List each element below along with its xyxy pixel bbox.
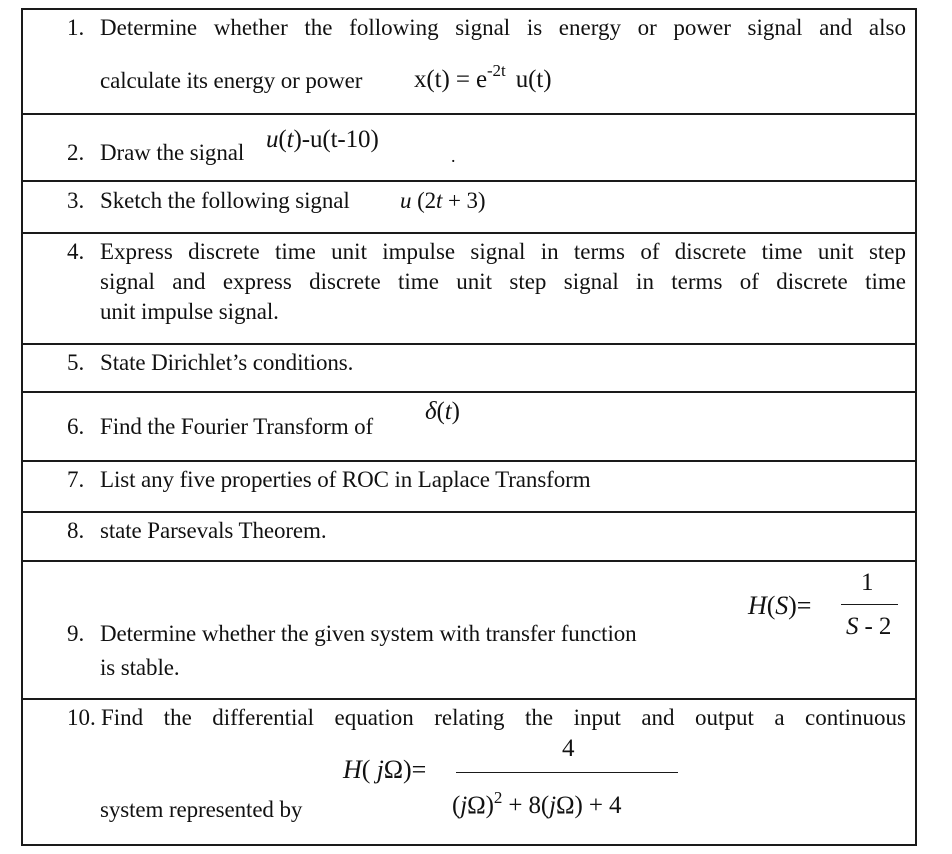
question-row-3: 3. Sketch the following signal u (2t + 3…: [23, 180, 915, 233]
formula-den-rest: - 2: [858, 613, 892, 640]
question-number: 6.: [67, 414, 85, 439]
formula-t: t: [436, 188, 443, 213]
question-row-7: 7. List any five properties of ROC in La…: [23, 460, 915, 512]
question-text: List any five properties of ROC in Lapla…: [100, 467, 591, 492]
formula-delta: δ: [425, 398, 437, 425]
question-number: 8.: [67, 518, 85, 543]
formula-j: j: [460, 792, 468, 819]
formula-denominator: (jΩ)2 + 8(jΩ) + 4: [452, 783, 622, 821]
formula-paren: (: [766, 591, 776, 620]
formula-omega: Ω) + 4: [556, 792, 622, 819]
formula-exponent: 2: [493, 788, 503, 807]
question-row-9: 9. Determine whether the given system wi…: [23, 560, 915, 699]
question-row-10: 10. Find the differential equation relat…: [23, 698, 915, 844]
formula-H: H: [343, 755, 362, 784]
question-text-line2: calculate its energy or power: [100, 68, 363, 93]
formula-rest: -u(t-10): [301, 126, 379, 153]
question-text-line1: Find the differential equation relating …: [101, 705, 906, 730]
formula-args: (2: [417, 188, 437, 213]
formula-equals: )=: [788, 591, 812, 620]
question-row-1: 1. Determine whether the following signa…: [23, 10, 915, 115]
formula-denominator: S - 2: [846, 612, 891, 642]
formula-paren: (: [361, 755, 377, 784]
question-text-line2: system represented by: [100, 797, 303, 822]
question-number: 7.: [67, 467, 85, 492]
question-number: 1.: [67, 15, 85, 40]
formula-H: H: [748, 591, 767, 620]
formula-j: j: [549, 792, 557, 819]
formula-paren: ): [293, 126, 302, 153]
question-row-5: 5. State Dirichlet’s conditions.: [23, 343, 915, 392]
signal-formula: u(t)-u(t-10): [266, 125, 379, 155]
formula-equals: )=: [403, 755, 427, 784]
question-table: 1. Determine whether the following signa…: [21, 8, 917, 846]
question-text-line1: Determine whether the following signal i…: [100, 15, 906, 40]
question-text: state Parsevals Theorem.: [100, 518, 327, 543]
question-text-line1: Determine whether the given system with …: [100, 621, 637, 646]
formula-rest: + 3): [447, 188, 486, 213]
formula-j: j: [376, 755, 384, 784]
formula-lhs: H(S)=: [748, 591, 811, 621]
question-number: 5.: [67, 350, 85, 375]
formula-term: + 8(: [502, 792, 550, 819]
formula-omega: Ω): [467, 792, 494, 819]
question-number: 4.: [67, 239, 85, 264]
question-text-line2: signal and express discrete time unit st…: [100, 269, 906, 294]
question-text: State Dirichlet’s conditions.: [100, 350, 354, 375]
formula-paren: ): [451, 398, 460, 425]
formula-rhs: u(t): [515, 66, 552, 93]
formula-u: u: [400, 188, 412, 213]
formula-lhs: x(t) = e: [414, 66, 487, 93]
formula-paren: (: [436, 398, 445, 425]
fraction-bar: [841, 604, 898, 605]
question-row-6: 6. Find the Fourier Transform of δ(t): [23, 391, 915, 461]
question-text: Sketch the following signal: [100, 188, 350, 213]
question-text-line1: Express discrete time unit impulse signa…: [100, 239, 906, 264]
formula-numerator: 4: [562, 735, 575, 762]
formula-exponent: -2t: [487, 61, 506, 80]
formula-numerator: 1: [861, 569, 874, 596]
formula-t: t: [286, 126, 294, 153]
trailing-period: .: [451, 146, 456, 166]
formula-lhs: H( jΩ)=: [343, 755, 426, 785]
fraction-bar: [456, 772, 678, 773]
formula-t: t: [444, 398, 452, 425]
question-number: 9.: [67, 621, 85, 646]
signal-formula: u (2t + 3): [400, 186, 486, 216]
formula-S: S: [775, 591, 789, 620]
question-text: Find the Fourier Transform of: [100, 414, 374, 439]
delta-formula: δ(t): [425, 397, 460, 427]
question-number: 2.: [67, 140, 85, 165]
formula-omega: Ω: [383, 755, 404, 784]
formula-paren: (: [452, 792, 461, 819]
question-number: 10.: [67, 705, 96, 730]
formula-paren: (: [278, 126, 287, 153]
question-row-4: 4. Express discrete time unit impulse si…: [23, 232, 915, 344]
question-row-8: 8. state Parsevals Theorem.: [23, 511, 915, 561]
question-number: 3.: [67, 188, 85, 213]
signal-formula: x(t) = e-2t u(t): [414, 56, 552, 95]
question-row-2: 2. Draw the signal u(t)-u(t-10) .: [23, 113, 915, 182]
formula-u: u: [266, 126, 279, 153]
question-text-line2: is stable.: [100, 655, 180, 680]
question-text: Draw the signal: [100, 140, 245, 165]
question-text-line3: unit impulse signal.: [100, 299, 279, 324]
formula-S: S: [846, 613, 859, 640]
